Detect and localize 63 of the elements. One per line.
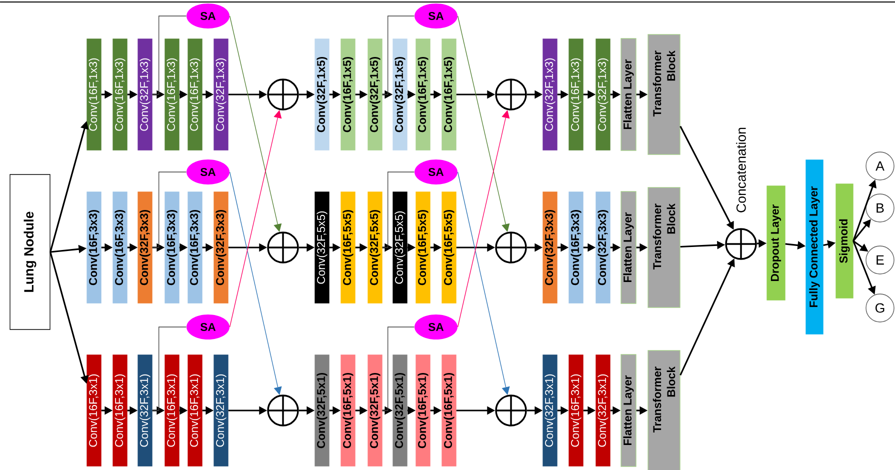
- layer-box: Conv(32F,3x3): [138, 192, 152, 304]
- sum-circle: [267, 394, 299, 426]
- sum-circle: [495, 232, 527, 264]
- layer-box: Conv(32F,3x1): [138, 354, 152, 466]
- layer-box: Conv(16F,3x3): [112, 192, 128, 304]
- layer-box: Transformer Block: [648, 34, 680, 155]
- layer-box: Conv(16F,5x1): [442, 354, 456, 466]
- layer-box: Conv(16F,1x3): [188, 38, 202, 150]
- layer-box: Conv(16F,3x1): [164, 354, 180, 466]
- layer-box: Conv(32F,3x3): [214, 192, 228, 304]
- layer-box: Conv(16F,5x5): [416, 192, 430, 304]
- layer-box: Conv(16F,1x3): [164, 38, 180, 150]
- sum-circle: [725, 228, 757, 260]
- layer-box: Conv(16F,3x3): [86, 192, 102, 304]
- layer-box: Conv(32F,1x5): [368, 38, 382, 150]
- layer-box: Conv(32F,3x3): [542, 192, 558, 304]
- layer-box: Dropout Layer: [766, 186, 786, 300]
- layer-box: Flatten Layer: [620, 191, 636, 304]
- layer-box: Flatten Layer: [620, 354, 636, 467]
- layer-box: Conv(32F,5x1): [368, 354, 382, 466]
- layer-box: Conv(32F,5x5): [368, 192, 382, 304]
- layer-box: Conv(32F,1x3): [542, 38, 558, 150]
- layer-box: Conv(32F,1x3): [214, 38, 228, 150]
- layer-box: Conv(32F,3x1): [542, 354, 558, 466]
- layer-box: Conv(16F,1x3): [568, 38, 584, 150]
- layer-box: Conv(16F,5x5): [442, 192, 456, 304]
- layer-box: Conv(16F,5x1): [416, 354, 430, 466]
- layer-box: Conv(32F,1x5): [392, 38, 408, 150]
- layer-box: Conv(32F,1x3): [596, 38, 610, 150]
- sum-circle: [495, 78, 527, 110]
- layer-box: Conv(32F,5x1): [392, 354, 408, 466]
- layer-box: Conv(16F,3x3): [568, 192, 584, 304]
- layer-box: Conv(32F,3x3): [596, 192, 610, 304]
- arrow: [457, 172, 510, 395]
- layer-box: Conv(16F,5x5): [340, 192, 356, 304]
- rotated-label: Concatenation: [736, 128, 746, 212]
- layer-box: Conv(16F,1x3): [86, 38, 102, 150]
- sum-circle: [495, 394, 527, 426]
- sum-circle: [267, 232, 299, 264]
- layer-box: Fully Connected Layer: [806, 160, 824, 334]
- layer-box: Conv(16F,3x3): [164, 192, 180, 304]
- layer-box: Conv(32F,1x3): [138, 38, 152, 150]
- sum-circle: [267, 78, 299, 110]
- layer-box: Conv(16F,1x3): [112, 38, 128, 150]
- layer-box: Transformer Block: [648, 187, 680, 308]
- layer-box: Conv(16F,5x1): [340, 354, 356, 466]
- layer-box: Transformer Block: [648, 350, 680, 470]
- layer-box: Conv(16F,3x1): [112, 354, 128, 466]
- layer-box: Conv(32F,3x1): [214, 354, 228, 466]
- layer-box: Flatten Layer: [620, 38, 636, 151]
- layer-box: Conv(16F,1x5): [416, 38, 430, 150]
- layer-box: Conv(16F,3x3): [188, 192, 202, 304]
- layer-box: Conv(16F,1x5): [340, 38, 356, 150]
- layer-box: Conv(16F,3x1): [568, 354, 584, 466]
- layer-box: Conv(16F,1x5): [442, 38, 456, 150]
- layer-box: Conv(32F,5x1): [314, 354, 330, 466]
- layer-box: Conv(32F,1x5): [314, 38, 330, 150]
- layer-box: Lung Nodule: [10, 174, 50, 330]
- layer-box: Conv(32F,3x1): [596, 354, 610, 466]
- arrow: [229, 172, 282, 395]
- layer-box: Sigmoid: [836, 184, 854, 298]
- layer-box: Conv(16F,3x1): [188, 354, 202, 466]
- layer-box: Conv(16F,3x1): [86, 354, 102, 466]
